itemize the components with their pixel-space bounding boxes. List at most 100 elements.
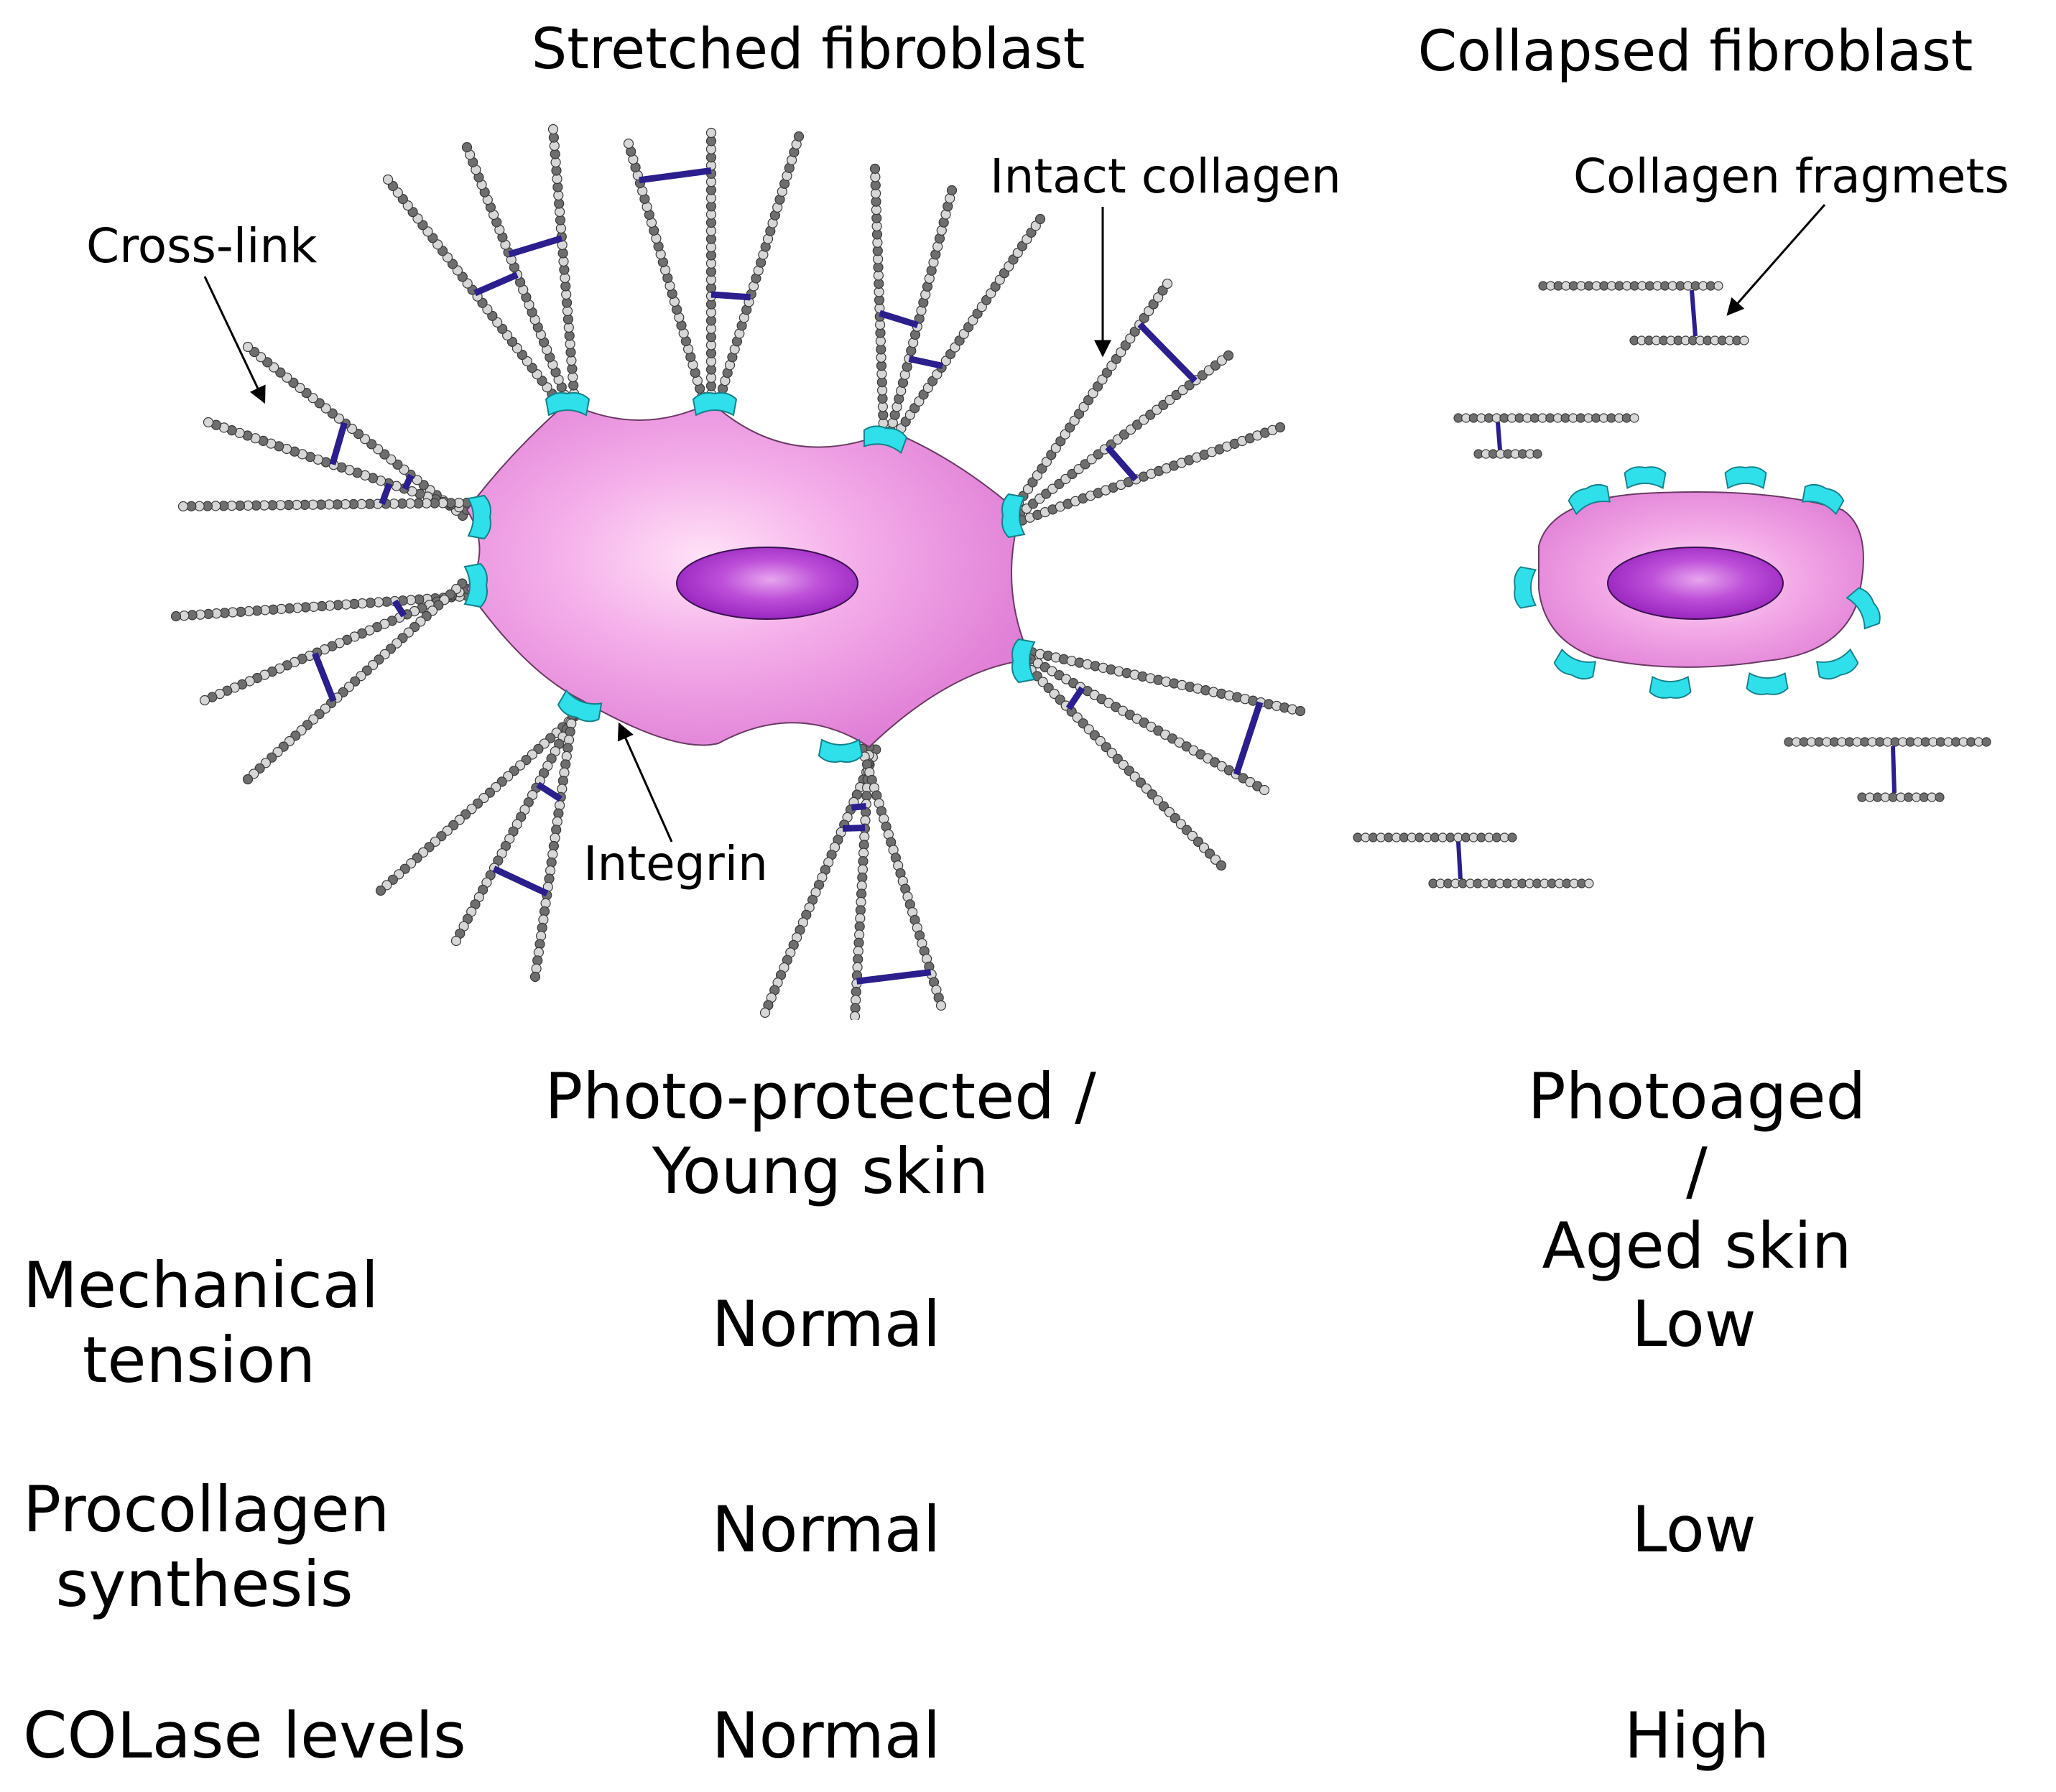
collagen-fibril [242,341,468,521]
integrin [1553,648,1596,680]
integrin [1568,483,1611,516]
integrin [545,392,591,417]
cross-link-bar [473,271,519,297]
header-young-skin: Photo-protected / Young skin [545,1059,1096,1209]
header-aged-skin: Photoaged / Aged skin [1517,1059,1876,1283]
collagen-fibril [203,417,473,516]
cross-link-bar [639,167,712,184]
cross-link-bar [908,356,944,369]
cross-link-bar [1137,322,1198,384]
cross-link-bar [842,825,866,832]
value-aged-colase-levels: High [1624,1699,1770,1773]
collagen-fibril [1017,422,1286,526]
collagen-fragments [1353,281,1991,888]
cross-link-bar [492,865,549,897]
collapsed-nucleus [1607,547,1784,620]
collagen-fibril [461,141,573,408]
stretched-nucleus [676,547,858,620]
collagen-fibril [713,131,805,410]
header-young-line1: Photo-protected / [545,1059,1096,1133]
cross-link-bar [379,482,393,506]
collagen-fibrils [170,124,1306,1020]
integrin [1011,638,1036,684]
row-label-line1: Mechanical [23,1248,379,1322]
collagen-fibril [1027,647,1306,717]
integrin [463,562,488,608]
collagen-fibril [1428,878,1594,888]
cross-link-bar [312,652,337,702]
collagen-fibril [1453,413,1639,423]
cross-link-bar [1105,445,1139,482]
cross-link-bar [329,422,348,465]
arrow-collagen-fragments [1726,204,1826,316]
integrin [818,738,863,763]
integrins-collapsed [1514,466,1881,699]
row-label-line1: Procollagen [23,1472,390,1546]
collagen-fibril [1857,792,1945,802]
integrin [557,689,603,723]
header-young-line2: Young skin [652,1134,989,1208]
arrow-cross-link [203,276,266,404]
collagen-fibril [1473,449,1542,459]
integrins [463,392,1036,763]
header-aged-line2: Aged skin [1542,1209,1852,1283]
collagen-fibril [529,694,580,983]
integrin [1846,587,1881,630]
integrin [863,425,908,455]
collagen-fibril [1629,335,1749,345]
cross-links [312,167,1897,985]
cross-link-bar [851,803,866,811]
collagen-fibril [857,743,947,1011]
title-collapsed-fibroblast: Collapsed fibroblast [1418,19,1973,84]
cross-link-bar [1456,841,1463,880]
collagen-fibril [869,163,889,437]
label-cross-link: Cross-link [86,218,318,274]
integrin [1514,566,1537,609]
header-aged-line1: Photoaged / [1527,1059,1866,1208]
collagen-fibril [177,497,473,512]
value-aged-procollagen-synthesis: Low [1631,1492,1756,1566]
row-label-line2: synthesis [55,1547,353,1621]
cross-link-bar [1690,289,1698,337]
value-young-procollagen-synthesis: Normal [711,1492,941,1566]
cross-link-bar [402,473,415,491]
fibroblast-diagram: Stretched fibroblast Collapsed fibroblas… [86,17,2009,1020]
integrin [1816,648,1859,680]
collagen-fibril [1353,832,1517,842]
cross-link-bar [1233,701,1264,776]
row-label-procollagen-synthesis: Procollagen synthesis [23,1472,390,1622]
collagen-fibril [705,127,717,408]
cross-link-bar [1065,686,1085,710]
title-stretched-fibroblast: Stretched fibroblast [532,17,1085,82]
value-young-mechanical-tension: Normal [711,1287,941,1361]
cross-link-bar [856,969,932,985]
collagen-fibril [1014,350,1234,519]
integrin [1802,483,1845,516]
integrin [1624,466,1667,490]
cross-link-bar [710,291,751,301]
row-label-colase-levels: COLase levels [23,1699,466,1773]
collagen-fibril [242,578,468,785]
value-young-colase-levels: Normal [711,1699,941,1773]
collagen-fibril [1025,654,1270,796]
integrin [692,392,738,417]
cross-link-bar [879,310,919,328]
label-intact-collagen: Intact collagen [990,149,1341,204]
label-collagen-fragments: Collagen fragmets [1573,149,2009,204]
collagen-fibril [1538,281,1723,291]
value-aged-mechanical-tension: Low [1631,1287,1756,1361]
arrow-integrin [617,722,673,842]
cross-link-bar [1891,746,1897,794]
row-label-mechanical-tension: Mechanical tension [23,1248,379,1398]
cross-link-bar [1496,422,1502,450]
cross-link-bar [508,235,563,258]
integrin [1001,493,1026,539]
collagen-fibril [547,124,580,407]
row-label-line2: tension [82,1323,316,1397]
label-integrin: Integrin [583,836,768,891]
collagen-fibril [1784,737,1991,747]
integrin [1649,675,1692,699]
integrin [1724,466,1767,490]
cross-link-bar [536,781,562,802]
cross-link-bar [392,599,407,618]
